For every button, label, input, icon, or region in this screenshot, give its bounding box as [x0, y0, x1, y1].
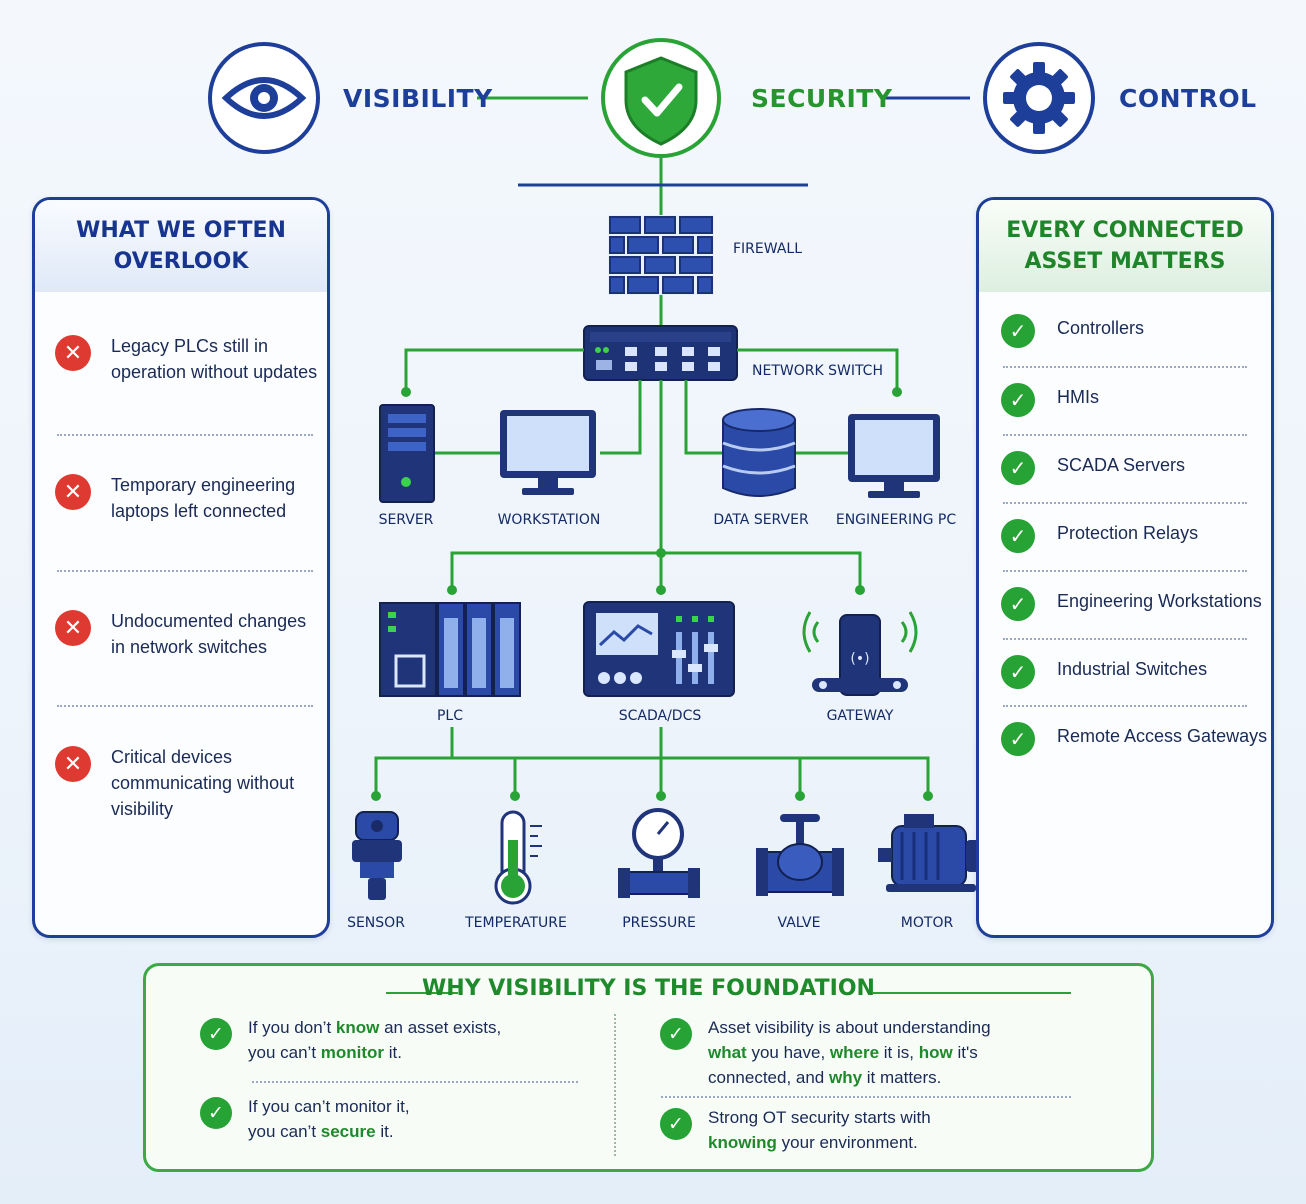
- asset-item: ✓Controllers: [1001, 314, 1261, 352]
- temperature-label: TEMPERATURE: [465, 915, 567, 931]
- engineering-pc-label: ENGINEERING PC: [835, 512, 957, 528]
- asset-item: ✓Engineering Workstations: [1001, 587, 1262, 625]
- pressure-gauge-icon: [618, 808, 700, 898]
- check-icon: ✓: [1001, 519, 1035, 553]
- shield-check-icon: [601, 38, 721, 158]
- check-icon: ✓: [660, 1018, 692, 1050]
- check-icon: ✓: [1001, 587, 1035, 621]
- divider: [57, 705, 313, 707]
- svg-text:(•): (•): [850, 651, 869, 667]
- scada-label: SCADA/DCS: [618, 708, 702, 724]
- sensor-icon: [352, 811, 402, 900]
- foundation-panel: WHY VISIBILITY IS THE FOUNDATION ✓ If yo…: [143, 963, 1154, 1172]
- divider: [1003, 638, 1247, 640]
- gear-icon: [983, 42, 1095, 154]
- sensor-label: SENSOR: [347, 915, 405, 931]
- gateway-icon: (•): [802, 611, 918, 696]
- check-icon: ✓: [1001, 314, 1035, 348]
- server-label: SERVER: [378, 512, 434, 528]
- divider: [1003, 502, 1247, 504]
- database-icon: [722, 408, 796, 497]
- plc-label: PLC: [436, 708, 464, 724]
- motor-label: MOTOR: [900, 915, 954, 931]
- asset-item: ✓Protection Relays: [1001, 519, 1261, 557]
- divider: [1003, 570, 1247, 572]
- motor-icon: [878, 814, 982, 892]
- pressure-label: PRESSURE: [622, 915, 696, 931]
- check-icon: ✓: [1001, 722, 1035, 756]
- eye-icon: [208, 42, 320, 154]
- workstation-label: WORKSTATION: [497, 512, 601, 528]
- asset-item: ✓HMIs: [1001, 383, 1261, 421]
- check-icon: ✓: [1001, 383, 1035, 417]
- divider: [1003, 434, 1247, 436]
- firewall-icon: [608, 215, 714, 295]
- check-icon: ✓: [1001, 655, 1035, 689]
- x-icon: ✕: [55, 610, 91, 646]
- check-icon: ✓: [660, 1108, 692, 1140]
- server-icon: [379, 404, 435, 503]
- valve-label: VALVE: [777, 915, 821, 931]
- plc-icon: [379, 602, 521, 697]
- divider: [1003, 366, 1247, 368]
- divider: [57, 434, 313, 436]
- firewall-label: FIREWALL: [733, 241, 803, 257]
- monitor-icon: [500, 410, 596, 495]
- check-icon: ✓: [200, 1018, 232, 1050]
- asset-item: ✓Remote Access Gateways: [1001, 722, 1267, 760]
- x-icon: ✕: [55, 335, 91, 371]
- data-server-label: DATA SERVER: [713, 512, 809, 528]
- security-label: SECURITY: [751, 84, 893, 113]
- foundation-title: WHY VISIBILITY IS THE FOUNDATION: [422, 976, 875, 1001]
- thermometer-icon: [494, 810, 542, 905]
- divider: [57, 570, 313, 572]
- scada-icon: [583, 601, 735, 697]
- visibility-label: VISIBILITY: [343, 84, 493, 113]
- divider: [661, 1096, 1071, 1098]
- x-icon: ✕: [55, 474, 91, 510]
- monitor-icon: [848, 414, 940, 498]
- title-rules: [386, 992, 1071, 994]
- asset-item: ✓SCADA Servers: [1001, 451, 1261, 489]
- gateway-label: GATEWAY: [826, 708, 894, 724]
- valve-icon: [756, 814, 844, 896]
- switch-label: NETWORK SWITCH: [752, 363, 883, 379]
- check-icon: ✓: [200, 1097, 232, 1129]
- switch-icon: [583, 325, 738, 381]
- control-label: CONTROL: [1119, 84, 1257, 113]
- column-divider: [614, 1014, 616, 1156]
- divider: [252, 1081, 578, 1083]
- divider: [1003, 705, 1247, 707]
- asset-item: ✓Industrial Switches: [1001, 655, 1261, 693]
- x-icon: ✕: [55, 746, 91, 782]
- check-icon: ✓: [1001, 451, 1035, 485]
